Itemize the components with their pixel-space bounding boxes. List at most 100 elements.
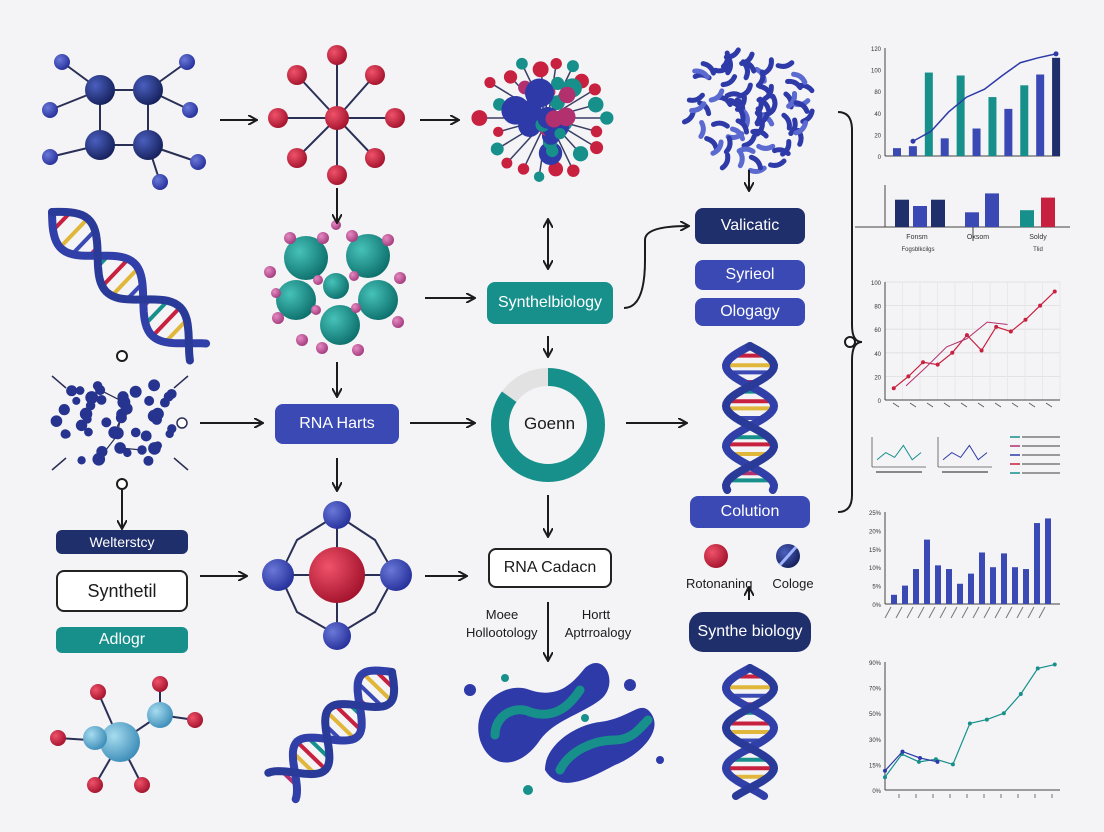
line-point	[979, 348, 984, 353]
node-rna-cadacn[interactable]: RNA Cadacn	[488, 548, 612, 588]
blue-molecular-network-icon	[50, 375, 189, 471]
bar	[972, 128, 981, 156]
y-tick-label: 20	[874, 375, 881, 381]
y-tick-label: 20	[874, 133, 881, 139]
label-aptrroalogy: Aptrroalogy	[564, 625, 632, 640]
teal-sphere-cluster-icon	[264, 220, 406, 356]
bar	[913, 569, 919, 604]
node-ologagy[interactable]: Ologagy	[695, 298, 805, 326]
bar	[1020, 85, 1029, 156]
cologe-ball-icon	[776, 544, 800, 568]
y-tick-label: 0	[878, 399, 882, 405]
y-tick-label: 50%	[869, 712, 882, 718]
y-tick-label: 100	[871, 281, 882, 287]
node-valicatic[interactable]: Valicatic	[695, 208, 805, 244]
bar	[908, 146, 917, 156]
bar	[956, 75, 965, 156]
node-rna-harts[interactable]: RNA Harts	[275, 404, 399, 444]
node-colution[interactable]: Colution	[690, 496, 810, 528]
sky-molecule-icon	[50, 676, 203, 793]
y-tick-label: 15%	[869, 763, 882, 769]
node-synthetil[interactable]: Synthetil	[56, 570, 188, 612]
x-tick	[1011, 402, 1019, 408]
line-point	[918, 756, 922, 760]
node-adlogr[interactable]: Adlogr	[56, 627, 188, 653]
y-tick-label: 100	[871, 69, 882, 75]
line-point	[964, 333, 969, 338]
line-point	[1052, 289, 1057, 294]
label-hollootology: Hollootology	[466, 625, 538, 640]
molecule-red-star-icon	[268, 45, 405, 185]
y-tick-label: 120	[871, 47, 882, 53]
bar	[990, 567, 996, 604]
mini-line	[876, 444, 922, 461]
x-tick-label: Fonsm	[906, 234, 928, 241]
x-tick	[960, 402, 968, 408]
line-point	[906, 374, 911, 379]
molecule-navy-network-icon	[42, 54, 206, 190]
series-line-2	[884, 750, 938, 772]
label-rotonaning: Rotonaning	[686, 576, 753, 591]
x-tick	[1028, 402, 1036, 408]
line-point	[883, 775, 887, 780]
line-point	[900, 749, 905, 754]
x-tick-label	[917, 606, 925, 619]
node-welterstcy[interactable]: Welterstcy	[56, 530, 188, 554]
donut-label-goenn: Goenn	[524, 414, 576, 433]
x-tick-label	[906, 606, 914, 619]
bar	[957, 583, 963, 604]
x-axis-label-right: Tlid	[1033, 247, 1043, 253]
x-tick	[977, 402, 985, 408]
bar	[935, 565, 941, 604]
x-axis-label-left: Fogsblkcilgs	[901, 247, 934, 253]
bar	[924, 72, 933, 156]
chart-line-percent: 90%70%50%30%15%0%	[869, 661, 1060, 798]
molecule-cluster-icon	[471, 57, 614, 182]
x-tick-label	[972, 606, 980, 619]
line-point	[910, 138, 916, 144]
node-syrieol[interactable]: Syrieol	[695, 260, 805, 290]
y-tick-label: 0%	[872, 789, 881, 795]
mini-line	[942, 444, 988, 461]
bar	[946, 569, 952, 604]
bar	[940, 138, 949, 156]
chart-bar-percent: 25%20%15%10%5%0%	[869, 511, 1060, 619]
x-tick-label	[939, 606, 947, 619]
x-tick-label	[1038, 606, 1046, 619]
bar	[988, 97, 997, 156]
line-point	[935, 759, 940, 764]
dna-helix-right-bottom-icon	[721, 664, 779, 800]
x-tick-label	[994, 606, 1002, 619]
x-tick-label	[1005, 606, 1013, 619]
bar	[968, 573, 974, 604]
x-tick-label	[1027, 606, 1035, 619]
dna-helix-left-icon	[48, 207, 211, 365]
label-moee: Moee	[485, 607, 519, 622]
y-tick-label: 15%	[869, 548, 882, 554]
x-tick-label	[1016, 606, 1024, 619]
series-line-2	[905, 321, 1008, 387]
line-point	[1008, 329, 1013, 334]
bar	[1001, 553, 1007, 604]
bar	[985, 193, 999, 227]
x-tick-label	[983, 606, 991, 619]
node-synthelbiology[interactable]: Synthelbiology	[487, 282, 613, 324]
series-line	[884, 663, 1055, 778]
line-point	[984, 717, 989, 722]
hub-molecule-icon	[262, 501, 412, 650]
x-tick-label: Oxsom	[967, 234, 989, 241]
line-point	[1018, 692, 1023, 696]
y-tick-label: 60	[874, 328, 881, 334]
y-tick-label: 40	[874, 112, 881, 118]
line-point	[1052, 662, 1057, 667]
bar	[1012, 567, 1018, 604]
bar	[1034, 523, 1040, 604]
bar	[931, 199, 945, 227]
line-point	[916, 759, 921, 764]
rotonaning-ball-icon	[704, 544, 728, 568]
protein-blob-icon	[681, 47, 815, 174]
node-synthe-biology[interactable]: Synthe biology	[689, 612, 811, 652]
line-point	[935, 362, 940, 367]
